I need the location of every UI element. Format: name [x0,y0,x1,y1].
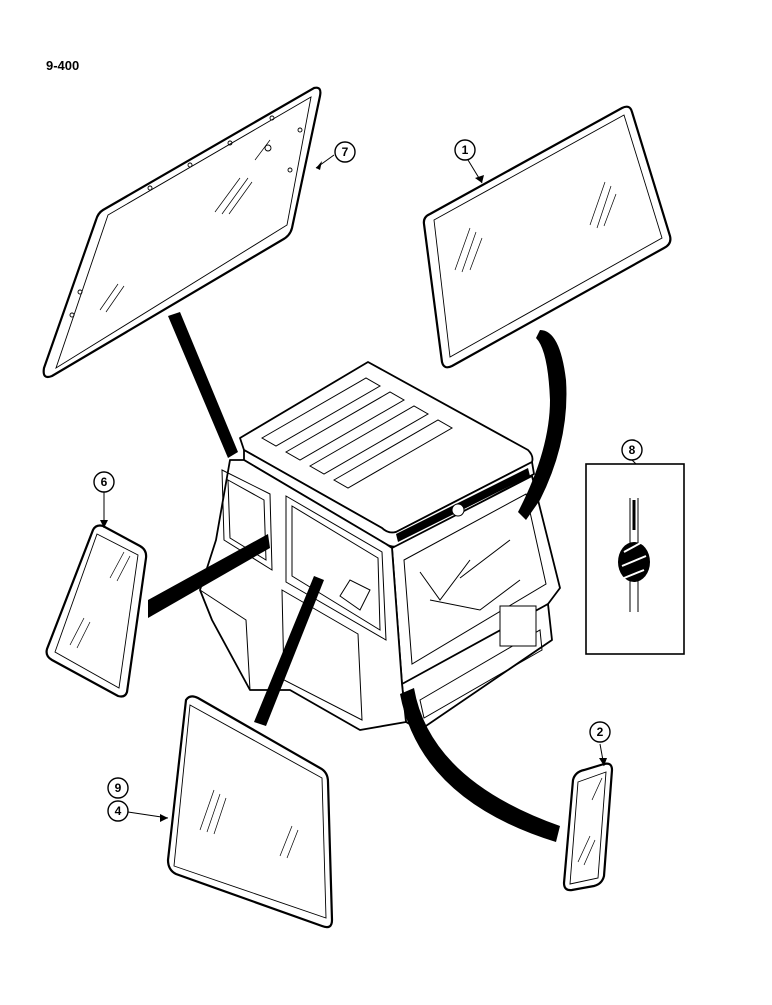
callout-9: 9 [107,777,129,799]
glass-panel-7 [42,86,322,379]
glass-panel-6 [45,524,148,698]
callout-8: 8 [621,439,643,461]
callout-4: 4 [107,800,129,822]
callout-7-label: 7 [342,145,349,159]
page-number: 9-400 [46,58,80,73]
glass-panel-4-9 [166,695,334,929]
callout-4-label: 4 [115,804,122,818]
callout-2: 2 [589,721,611,743]
connector-bands [148,312,567,842]
callout-9-label: 9 [115,781,122,795]
glass-panel-2 [562,762,614,892]
callout-1: 1 [454,139,476,161]
callout-2-label: 2 [597,725,604,739]
callout-8-label: 8 [629,443,636,457]
detail-inset-8 [585,463,685,655]
tractor-cab [199,361,561,731]
callout-1-label: 1 [462,143,469,157]
callout-6: 6 [93,471,115,493]
callout-7: 7 [334,141,356,163]
callout-6-label: 6 [101,475,108,489]
glass-panel-1 [422,105,672,369]
